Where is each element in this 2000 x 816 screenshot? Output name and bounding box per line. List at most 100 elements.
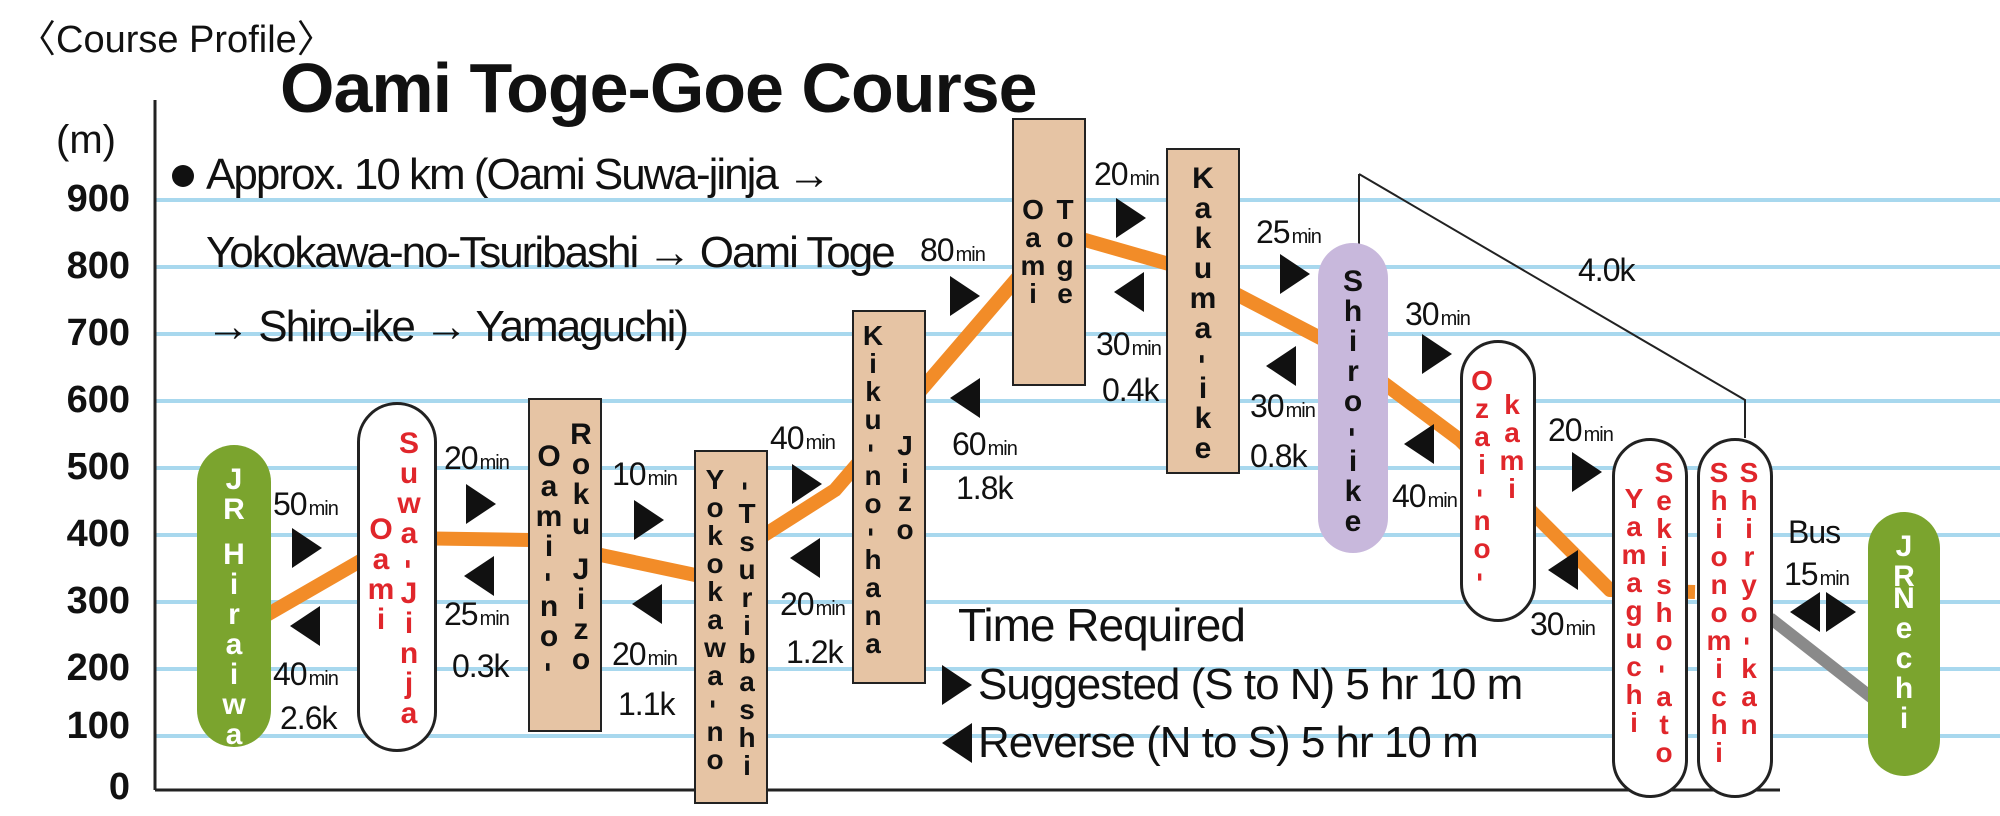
seg3-forward-arrow-icon [634, 500, 670, 545]
seg6-reverse-arrow-icon [1114, 272, 1150, 317]
seg6-distance: 0.4k [1102, 372, 1159, 408]
seg4-reverse-arrow-icon [790, 538, 826, 583]
seg1-forward-arrow-icon [292, 528, 328, 573]
bus-label: Bus [1788, 514, 1841, 550]
time-suggested: Suggested (S to N) 5 hr 10 m [942, 660, 1523, 710]
seg8-forward-arrow-icon [1422, 334, 1458, 379]
seg7-reverse-arrow-icon [1266, 346, 1302, 391]
seg1-reverse-arrow-icon [290, 606, 326, 651]
bullet-dot [172, 165, 194, 187]
y-tick-900: 900 [66, 178, 130, 220]
shortcut-distance: 4.0k [1578, 252, 1635, 288]
seg3-reverse-arrow-icon [632, 584, 668, 629]
seg1-distance: 2.6k [280, 700, 337, 736]
time-reverse-label: Reverse (N to S) 5 hr 10 m [978, 718, 1479, 767]
info-line-1: Approx. 10 km (Oami Suwa-jinja → [206, 150, 831, 199]
seg8-reverse-arrow-icon [1404, 424, 1440, 469]
time-reverse: Reverse (N to S) 5 hr 10 m [942, 718, 1479, 768]
seg3-distance: 1.1k [618, 686, 675, 722]
seg4-forward-arrow-icon [792, 464, 828, 509]
seg5-reverse-arrow-icon [950, 378, 986, 423]
seg9-forward-arrow-icon [1572, 452, 1608, 497]
bus-route-line [1766, 613, 1889, 713]
bus-arrows-icon [1790, 592, 1862, 632]
seg6-forward-arrow-icon [1116, 198, 1152, 243]
seg5-forward-arrow-icon [950, 276, 986, 321]
time-suggested-label: Suggested (S to N) 5 hr 10 m [978, 660, 1523, 709]
y-tick-100: 100 [66, 705, 130, 747]
reverse-arrow-icon [942, 723, 972, 763]
forward-arrow-icon [942, 665, 972, 705]
y-tick-700: 700 [66, 312, 130, 354]
page-title: Oami Toge-Goe Course [280, 49, 1038, 127]
info-line-3: → Shiro-ike → Yamaguchi) [206, 302, 689, 351]
y-tick-0: 0 [108, 766, 130, 808]
shortcut-line [1358, 173, 1746, 438]
y-tick-500: 500 [66, 446, 130, 488]
seg7-distance: 0.8k [1250, 438, 1307, 474]
seg7-forward-arrow-icon [1280, 254, 1316, 299]
y-tick-200: 200 [66, 647, 130, 689]
seg2-distance: 0.3k [452, 648, 509, 684]
seg5-distance: 1.8k [956, 470, 1013, 506]
section-subtitle: 〈Course Profile〉 [18, 19, 335, 61]
info-line-2: Yokokawa-no-Tsuribashi → Oami Toge [206, 228, 896, 277]
y-tick-300: 300 [66, 580, 130, 622]
y-tick-400: 400 [66, 513, 130, 555]
seg4-distance: 1.2k [786, 634, 843, 670]
y-tick-800: 800 [66, 245, 130, 287]
y-tick-600: 600 [66, 379, 130, 421]
seg2-reverse-arrow-icon [464, 556, 500, 601]
seg2-forward-arrow-icon [466, 484, 502, 529]
y-axis-unit: (m) [56, 118, 116, 162]
